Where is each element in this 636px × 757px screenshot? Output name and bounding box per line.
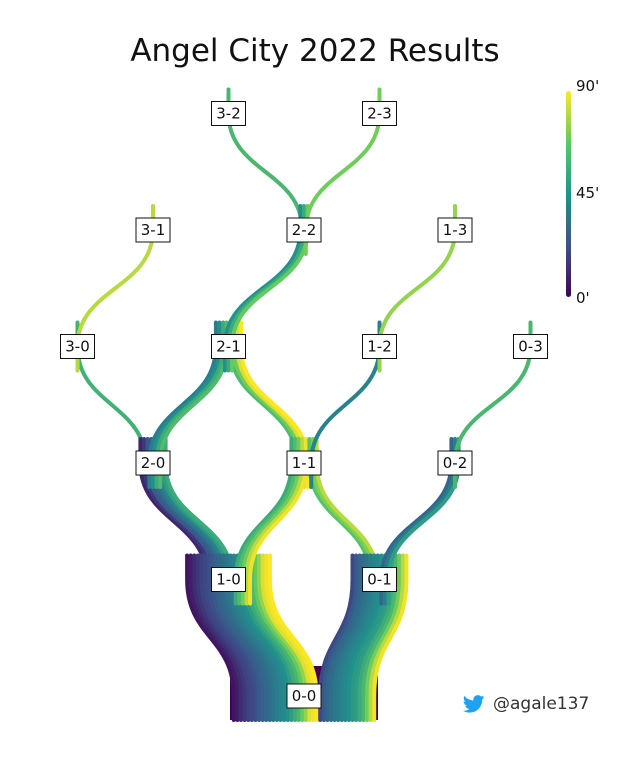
node-box-2-3 bbox=[362, 101, 397, 126]
node-label-1-2: 1-2 bbox=[367, 338, 392, 356]
flow-line-0-0-to-1-0 bbox=[188, 553, 240, 722]
flow-line-0-0-to-1-0 bbox=[192, 553, 243, 722]
node-box-2-1 bbox=[211, 334, 246, 359]
node-3-1: 3-1 bbox=[135, 217, 171, 243]
node-box-2-0 bbox=[135, 450, 171, 476]
flow-line-0-0-to-0-1 bbox=[368, 553, 405, 722]
node-0-0: 0-0 bbox=[286, 683, 322, 709]
node-label-3-2: 3-2 bbox=[216, 105, 241, 123]
node-3-0: 3-0 bbox=[60, 334, 95, 359]
node-box-0-0 bbox=[286, 683, 322, 709]
node-label-2-3: 2-3 bbox=[367, 105, 392, 123]
node-label-3-0: 3-0 bbox=[65, 338, 90, 356]
flow-lines bbox=[75, 87, 533, 722]
node-label-1-0: 1-0 bbox=[216, 571, 241, 589]
node-0-3: 0-3 bbox=[513, 334, 548, 359]
node-box-1-3 bbox=[437, 217, 473, 243]
node-0-2: 0-2 bbox=[437, 450, 473, 476]
flow-line-0-0-to-0-1 bbox=[321, 553, 359, 722]
node-label-2-2: 2-2 bbox=[292, 221, 317, 239]
flow-line-0-0-to-1-0 bbox=[206, 553, 258, 722]
node-2-3: 2-3 bbox=[362, 101, 397, 126]
node-label-0-0: 0-0 bbox=[292, 687, 317, 705]
node-box-0-1 bbox=[362, 567, 397, 592]
node-box-3-0 bbox=[60, 334, 95, 359]
node-1-1: 1-1 bbox=[286, 450, 322, 476]
node-label-0-3: 0-3 bbox=[518, 338, 543, 356]
node-1-0: 1-0 bbox=[211, 567, 246, 592]
flow-line-0-0-to-1-0 bbox=[199, 553, 251, 722]
node-box-1-1 bbox=[286, 450, 322, 476]
node-label-1-1: 1-1 bbox=[292, 454, 317, 472]
node-1-2: 1-2 bbox=[362, 334, 397, 359]
flow-line-0-0-to-0-1 bbox=[365, 553, 402, 722]
node-box-1-2 bbox=[362, 334, 397, 359]
node-label-0-2: 0-2 bbox=[443, 454, 468, 472]
node-box-3-2 bbox=[211, 101, 246, 126]
node-box-0-3 bbox=[513, 334, 548, 359]
node-2-0: 2-0 bbox=[135, 450, 171, 476]
flow-line-0-0-to-0-1 bbox=[325, 553, 362, 722]
colorbar-gradient bbox=[566, 91, 571, 297]
twitter-bird-icon bbox=[463, 695, 485, 713]
node-2-2: 2-2 bbox=[286, 217, 322, 243]
colorbar-max-label: 90' bbox=[576, 77, 599, 95]
chart-title: Angel City 2022 Results bbox=[130, 33, 499, 69]
node-1-3: 1-3 bbox=[437, 217, 473, 243]
node-box-2-2 bbox=[286, 217, 322, 243]
credit: @agale137 bbox=[463, 694, 589, 714]
flow-line-0-0-to-1-0 bbox=[195, 553, 247, 722]
node-label-1-3: 1-3 bbox=[443, 221, 468, 239]
colorbar-min-label: 0' bbox=[576, 289, 590, 307]
node-label-3-1: 3-1 bbox=[141, 221, 166, 239]
credit-handle: @agale137 bbox=[493, 694, 590, 714]
colorbar-mid-label: 45' bbox=[576, 184, 599, 202]
node-box-3-1 bbox=[135, 217, 171, 243]
node-2-1: 2-1 bbox=[211, 334, 246, 359]
flow-line-0-0-to-1-0 bbox=[203, 553, 254, 722]
node-0-1: 0-1 bbox=[362, 567, 397, 592]
score-nodes: 0-0 1-0 0-1 2-0 1-1 0-2 3-0 2-1 1-2 0-3 3-1 2-2 1-3 3… bbox=[60, 101, 548, 709]
flow-line-0-0-to-0-1 bbox=[372, 553, 409, 722]
colorbar: 90' 45' 0' bbox=[566, 77, 599, 307]
node-label-0-1: 0-1 bbox=[367, 571, 392, 589]
node-box-0-2 bbox=[437, 450, 473, 476]
node-box-1-0 bbox=[211, 567, 246, 592]
flow-line-0-0-to-1-0 bbox=[185, 553, 236, 722]
node-label-2-0: 2-0 bbox=[141, 454, 166, 472]
node-3-2: 3-2 bbox=[211, 101, 246, 126]
node-label-2-1: 2-1 bbox=[216, 338, 241, 356]
